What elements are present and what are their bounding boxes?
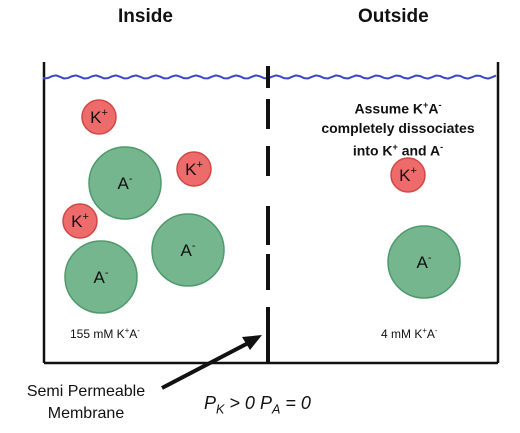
anion-inside-circle — [151, 213, 225, 287]
dissociation-assumption: Assume K+A- completely dissociates into … — [308, 96, 488, 160]
potassium-ion-inside-circle — [81, 99, 117, 135]
potassium-ion-inside-label: K+ — [185, 159, 203, 179]
container — [42, 62, 500, 365]
outside-label: Outside — [358, 6, 429, 27]
inside-label: Inside — [118, 6, 173, 27]
assumption-line-2: completely dissociates — [321, 119, 475, 136]
membrane-caption: Semi Permeable Membrane — [6, 381, 166, 425]
potassium-ion-outside: K+ — [390, 157, 426, 193]
membrane-caption-line-2: Membrane — [47, 405, 125, 422]
potassium-ion-inside-label: K+ — [71, 211, 89, 231]
inside-concentration: 155 mM K+A- — [70, 326, 140, 341]
membrane-arrow — [161, 335, 262, 390]
potassium-ion-inside-circle — [62, 203, 98, 239]
ions-layer: K+ K+ K+ K+ A- A- A- A- — [62, 99, 461, 314]
anion-inside-label: A- — [180, 240, 195, 260]
anion-inside: A- — [64, 240, 138, 314]
anion-inside-label: A- — [117, 173, 132, 193]
anion-inside: A- — [151, 213, 225, 287]
arrow-head — [242, 335, 262, 350]
anion-outside-label: A- — [416, 252, 431, 272]
anion-inside-circle — [64, 240, 138, 314]
anion-inside-circle — [88, 146, 162, 220]
potassium-ion-inside: K+ — [81, 99, 117, 135]
arrow-shaft — [161, 338, 255, 390]
potassium-ion-outside-circle — [390, 157, 426, 193]
potassium-ion-inside-label: K+ — [90, 107, 108, 127]
anion-outside: A- — [387, 225, 461, 299]
potassium-ion-inside-circle — [176, 151, 212, 187]
potassium-ion-outside-label: K+ — [399, 165, 417, 185]
anion-inside: A- — [88, 146, 162, 220]
assumption-line-1: Assume K+A- — [354, 100, 442, 117]
anion-outside-circle — [387, 225, 461, 299]
anion-inside-label: A- — [93, 267, 108, 287]
permeability-condition: PK > 0 PA = 0 — [204, 393, 311, 417]
membrane-caption-line-1: Semi Permeable — [26, 383, 146, 400]
assumption-line-3: into K+ and A- — [352, 141, 444, 159]
potassium-ion-inside: K+ — [62, 203, 98, 239]
outside-concentration: 4 mM K+A- — [381, 326, 438, 341]
potassium-ion-inside: K+ — [176, 151, 212, 187]
